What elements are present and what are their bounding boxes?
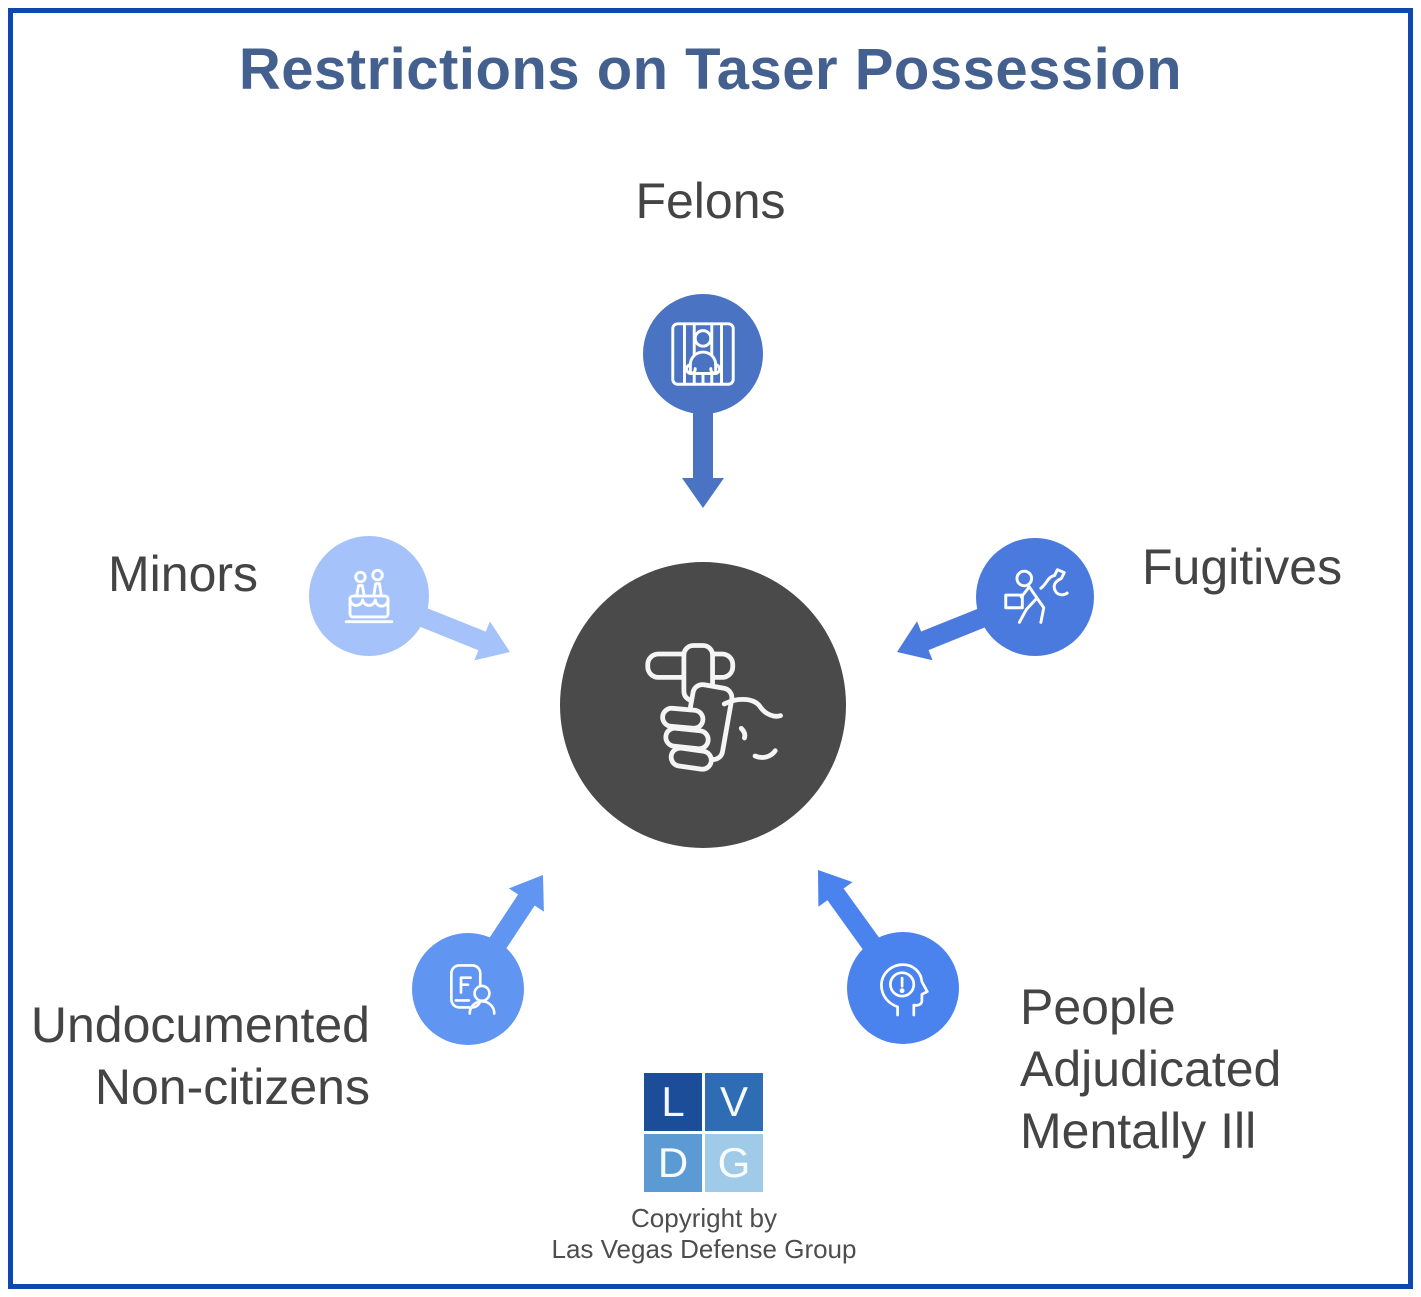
label-people-adjudicated-mentally-ill: People Adjudicated Mentally Ill <box>1020 979 1282 1159</box>
bubble-undocumented <box>412 933 524 1045</box>
running-fugitive-icon <box>1004 568 1069 624</box>
logo-square-d: D <box>644 1134 702 1192</box>
bubble-felons <box>643 294 763 414</box>
center-bubble <box>560 562 846 848</box>
bubble-fugitives <box>976 538 1094 656</box>
prisoner-behind-bars-icon <box>671 322 735 386</box>
label-felons: Felons <box>635 173 786 229</box>
hand-holding-taser-icon <box>645 643 783 772</box>
arrow-fugitives-icon <box>897 607 988 661</box>
page-title: Restrictions on Taser Possession <box>238 37 1183 102</box>
bubble-minors <box>309 536 429 656</box>
arrow-felons-icon <box>682 404 724 508</box>
head-alert-icon <box>880 963 929 1017</box>
logo-square-l: L <box>644 1073 702 1131</box>
logo-square-g: G <box>705 1134 763 1192</box>
bubble-mentally-ill <box>847 932 959 1044</box>
label-minors: Minors <box>108 546 259 602</box>
label-undocumented-non-citizens: Undocumented Non-citizens <box>30 997 370 1115</box>
birthday-cake-icon <box>344 568 394 624</box>
label-fugitives: Fugitives <box>1142 539 1343 595</box>
logo-square-v: V <box>705 1073 763 1131</box>
arrow-mentally-ill-icon <box>818 870 881 952</box>
passport-person-icon <box>450 964 496 1015</box>
arrow-minors-icon <box>416 606 510 661</box>
copyright-text: Copyright by Las Vegas Defense Group <box>551 1203 857 1264</box>
lvdg-logo: L V D G <box>644 1073 763 1192</box>
